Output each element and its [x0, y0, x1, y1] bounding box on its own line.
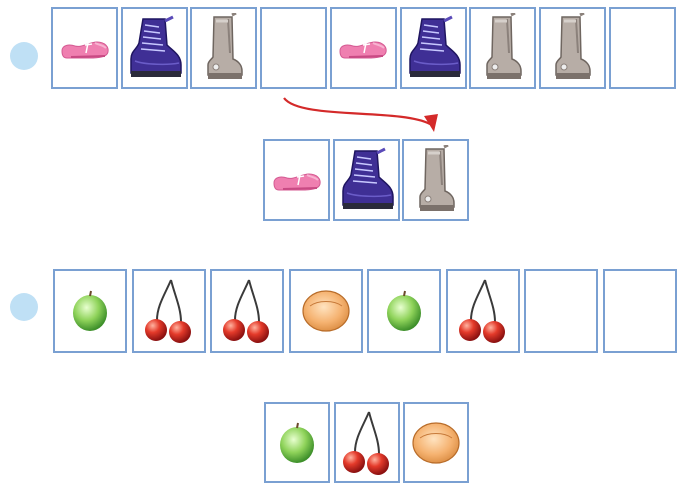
- sequence-cell: [131, 269, 206, 353]
- orange-bun-icon: [410, 420, 462, 466]
- sequence-cell: [210, 269, 284, 353]
- grey-boot-icon: [204, 13, 244, 83]
- sequence-cell: [190, 7, 258, 89]
- sequence-cell: [288, 269, 363, 353]
- pink-shoe-icon: [337, 33, 389, 63]
- green-apple-icon: [384, 288, 424, 334]
- purple-boot-icon: [337, 147, 395, 213]
- exercise-1-bullet: [10, 42, 38, 70]
- empty-cell[interactable]: [260, 7, 328, 89]
- option-cell: [403, 402, 469, 483]
- option-cell: [333, 402, 400, 483]
- option-cell: [402, 139, 469, 221]
- cherries-icon: [339, 408, 395, 478]
- sequence-cell: [538, 7, 606, 89]
- option-cell: [263, 139, 330, 221]
- orange-bun-icon: [300, 288, 352, 334]
- empty-cell[interactable]: [608, 7, 676, 89]
- sequence-cell: [399, 7, 467, 89]
- green-apple-icon: [277, 420, 317, 466]
- purple-boot-icon: [125, 15, 183, 81]
- pink-shoe-icon: [271, 165, 323, 195]
- pink-shoe-icon: [59, 33, 111, 63]
- grey-boot-icon: [483, 13, 523, 83]
- grey-boot-icon: [552, 13, 592, 83]
- green-apple-icon: [70, 288, 110, 334]
- option-cell: [332, 139, 400, 221]
- sequence-cell: [367, 269, 441, 353]
- sequence-cell: [469, 7, 537, 89]
- sequence-cell: [445, 269, 520, 353]
- exercise-2-bullet: [10, 293, 38, 321]
- option-cell: [264, 402, 330, 483]
- empty-cell[interactable]: [602, 269, 677, 353]
- sequence-cell: [329, 7, 397, 89]
- empty-cell[interactable]: [524, 269, 598, 353]
- purple-boot-icon: [404, 15, 462, 81]
- cherries-icon: [219, 276, 275, 346]
- grey-boot-icon: [416, 145, 456, 215]
- sequence-cell: [53, 269, 127, 353]
- cherries-icon: [455, 276, 511, 346]
- sequence-cell: [51, 7, 118, 89]
- sequence-cell: [120, 7, 188, 89]
- cherries-icon: [141, 276, 197, 346]
